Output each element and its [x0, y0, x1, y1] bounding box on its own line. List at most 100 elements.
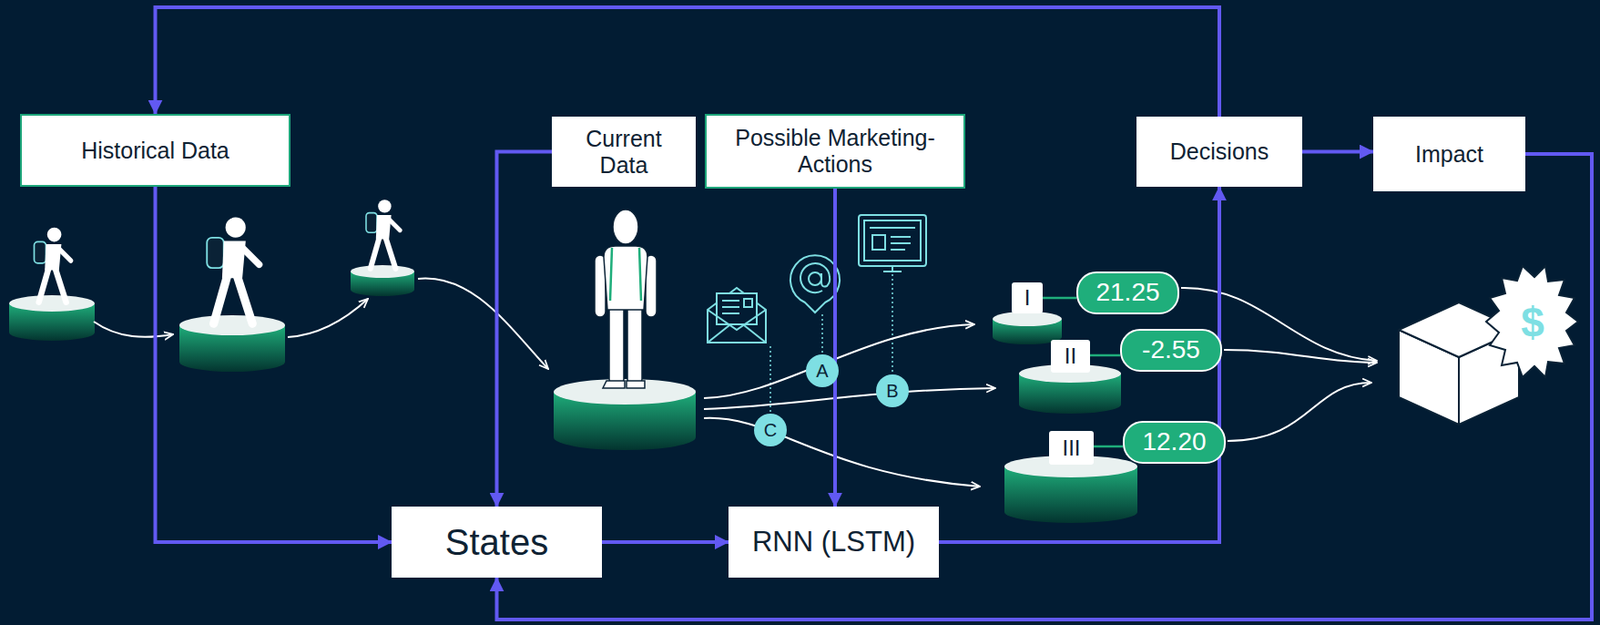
- legs: [370, 237, 397, 269]
- monitor: [858, 214, 927, 266]
- backpack-straps: [610, 247, 642, 301]
- action-marker: C: [754, 413, 787, 447]
- option-tag: I: [1011, 282, 1043, 314]
- web-icon: [858, 214, 927, 272]
- platform: [9, 295, 95, 341]
- value-path: [1227, 382, 1372, 441]
- envelope: [707, 287, 766, 343]
- tag-connector: [1090, 354, 1121, 357]
- node-text: I: [1024, 285, 1031, 311]
- action-marker: B: [876, 374, 909, 408]
- at-bubble-icon: [790, 254, 840, 313]
- leader-line: [821, 314, 824, 353]
- node-text: RNN (LSTM): [752, 525, 916, 559]
- legs: [39, 268, 67, 302]
- flow-connector: [155, 186, 393, 542]
- node-text: Impact: [1415, 141, 1484, 168]
- symbol-label: $: [1520, 301, 1545, 344]
- letter-lines: [722, 298, 753, 314]
- node-text: Historical Data: [81, 137, 230, 164]
- journey-arrow: [417, 278, 549, 369]
- backpack: [206, 237, 225, 268]
- backpack: [366, 213, 378, 234]
- platform: [1004, 455, 1138, 523]
- flow-connector: [601, 540, 729, 544]
- legs: [214, 275, 254, 324]
- head: [612, 209, 639, 245]
- flow-connector: [497, 152, 553, 508]
- data-box: Current Data: [551, 116, 696, 187]
- speech-bubble: [790, 254, 840, 313]
- platform-top: [9, 295, 95, 312]
- flow-connector: [497, 153, 1593, 620]
- data-box: Possible Marketing-Actions: [704, 113, 966, 189]
- node-text: States: [445, 520, 549, 563]
- node-text: -2.55: [1141, 335, 1201, 365]
- node-text: III: [1061, 435, 1081, 461]
- hiker-figure: [206, 217, 259, 325]
- platform-top: [179, 315, 286, 336]
- head: [377, 199, 391, 213]
- node-text: B: [886, 380, 898, 402]
- shoes: [602, 380, 645, 388]
- arm: [59, 248, 72, 261]
- head: [47, 227, 62, 243]
- journey-arrow: [287, 298, 368, 337]
- leg: [627, 300, 643, 383]
- tag-connector: [1093, 445, 1123, 449]
- process-box: Impact: [1373, 116, 1526, 192]
- envelope-flap: [707, 309, 766, 343]
- action-path: [703, 417, 980, 487]
- platform: [179, 315, 286, 372]
- platform: [350, 264, 415, 296]
- journey-arrow: [93, 321, 174, 337]
- head: [225, 217, 246, 238]
- monitor-stand: [883, 265, 902, 272]
- leader-line: [769, 346, 772, 412]
- action-marker: A: [805, 354, 839, 388]
- value-pill: -2.55: [1120, 328, 1223, 372]
- platform-top: [992, 311, 1062, 327]
- flow-connector: [833, 188, 837, 507]
- value-pill: 12.20: [1122, 420, 1226, 464]
- hiker-figure: [34, 227, 72, 303]
- node-text: II: [1064, 343, 1077, 369]
- value-pill: 21.25: [1076, 271, 1180, 315]
- flow-connector: [155, 7, 1221, 117]
- tag-connector: [1042, 296, 1077, 300]
- node-text: Possible Marketing-Actions: [715, 124, 955, 178]
- option-tag: II: [1050, 339, 1091, 373]
- journey-curves: [93, 278, 1377, 487]
- node-text: 21.25: [1095, 277, 1160, 307]
- action-path: [703, 387, 996, 409]
- node-text: Current Data: [560, 125, 687, 179]
- value-path: [1223, 349, 1377, 363]
- node-text: Decisions: [1170, 138, 1269, 165]
- model-box: RNN (LSTM): [728, 506, 939, 578]
- at-sign-core: [808, 272, 822, 286]
- platform-top: [350, 264, 415, 278]
- node-text: C: [764, 419, 777, 441]
- tag-connectors: [1042, 297, 1123, 447]
- screen-content: [869, 227, 916, 250]
- backpack: [34, 241, 47, 263]
- node-text: A: [815, 360, 828, 382]
- data-box: Historical Data: [20, 113, 291, 187]
- price-burst: [1486, 265, 1579, 378]
- flow-connector: [1302, 150, 1374, 154]
- leg: [609, 300, 624, 383]
- platform-top: [553, 378, 696, 405]
- process-box: Decisions: [1136, 116, 1303, 187]
- process-box: States: [391, 506, 602, 578]
- email-icon: [707, 287, 766, 343]
- arm: [242, 247, 260, 265]
- at-sign-arc: [800, 263, 830, 293]
- screen: [864, 220, 921, 261]
- arm: [388, 219, 400, 231]
- option-tag: III: [1049, 430, 1094, 465]
- action-path: [703, 324, 975, 398]
- leader-line: [891, 274, 894, 373]
